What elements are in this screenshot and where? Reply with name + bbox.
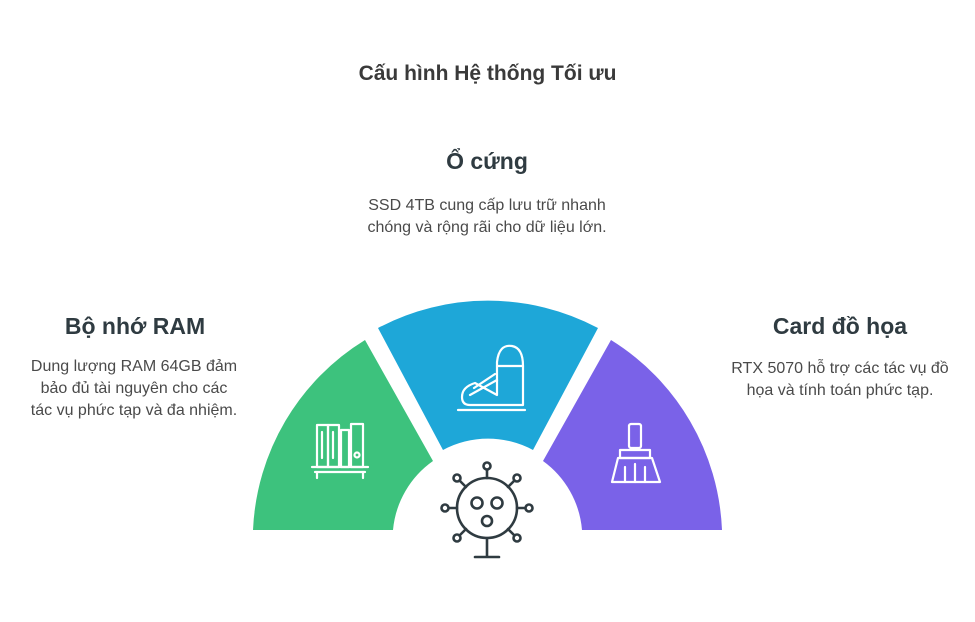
diagram-title: Cấu hình Hệ thống Tối ưu <box>358 62 617 85</box>
gpu-description: RTX 5070 hỗ trợ các tác vụ đồ họa và tín… <box>731 360 949 399</box>
storage-segment <box>378 300 598 450</box>
gpu-segment <box>543 340 722 530</box>
ram-segment <box>253 340 433 530</box>
gpu-heading: Card đồ họa <box>772 313 908 339</box>
bookshelf-icon <box>310 422 370 480</box>
train-icon <box>456 344 527 412</box>
storage-heading: Ổ cứng <box>446 148 528 174</box>
storage-description: SSD 4TB cung cấp lưu trữ nhanh chóng và … <box>367 197 607 236</box>
ram-description: Dung lượng RAM 64GB đảm bảo đủ tài nguyê… <box>30 358 238 419</box>
ram-heading: Bộ nhớ RAM <box>64 313 206 339</box>
paint-brush-icon <box>610 422 662 484</box>
virus-icon <box>440 461 534 559</box>
